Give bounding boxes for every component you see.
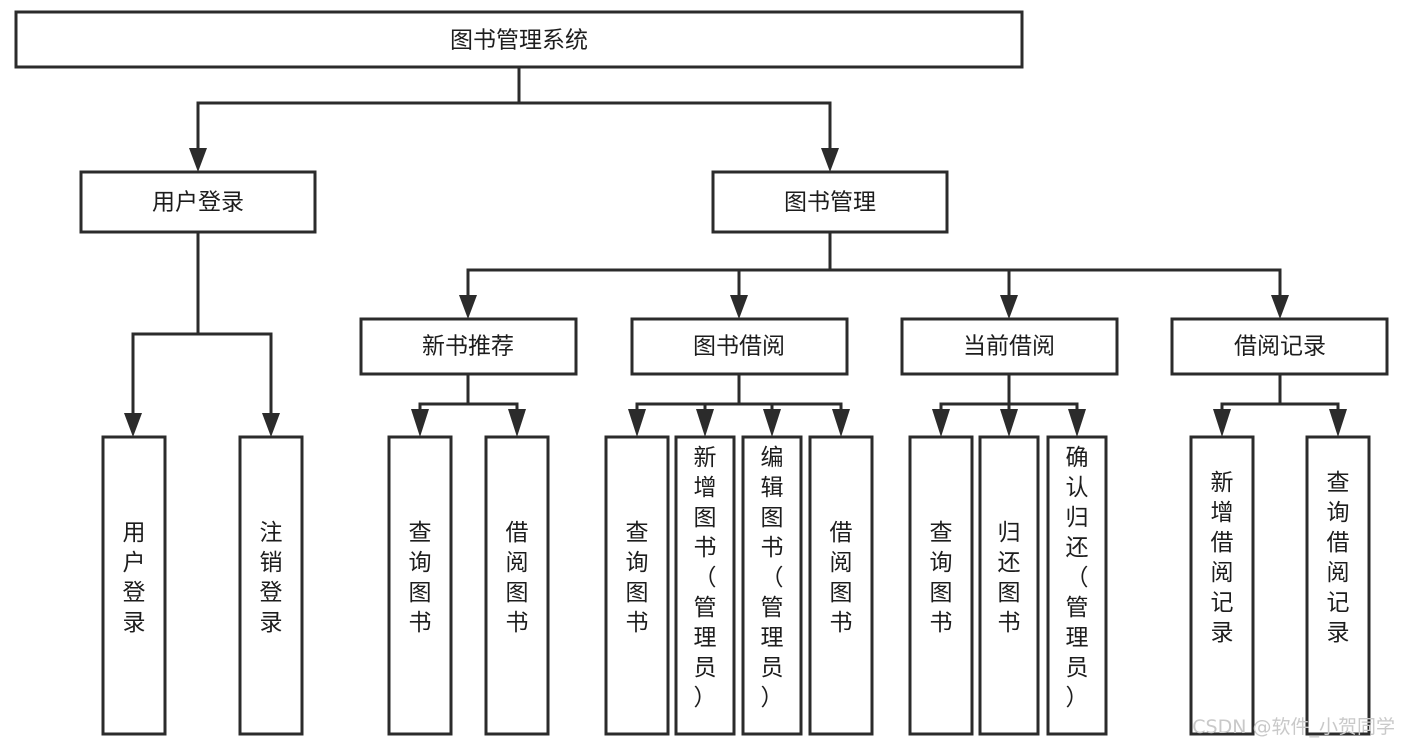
- leaf-records-add-record-box[interactable]: [1189, 435, 1255, 736]
- leaf-current-return-book[interactable]: 归还图书: [978, 435, 1040, 736]
- arrow-user-login-leaf1: [124, 413, 142, 437]
- arrow-current-leaf3: [1068, 409, 1086, 437]
- node-current-borrow-label: 当前借阅: [963, 334, 1055, 360]
- leaf-borrow-borrow-book-label: 借阅图书: [830, 520, 853, 636]
- leaf-newbook-borrow-book-box[interactable]: [484, 435, 550, 736]
- leaf-records-add-record[interactable]: 新增借阅记录: [1189, 435, 1255, 736]
- leaf-user-login-label: 用户登录: [123, 520, 146, 636]
- leaf-newbook-query-book-label: 查询图书: [409, 520, 432, 636]
- leaf-current-return-book-label: 归还图书: [998, 520, 1021, 636]
- arrow-newbook-leaf2: [508, 409, 526, 437]
- arrow-borrow-leaf1: [628, 409, 646, 437]
- node-new-book-recommend-box[interactable]: [359, 317, 578, 376]
- node-root-label: 图书管理系统: [450, 28, 588, 54]
- node-borrow-records-label: 借阅记录: [1234, 334, 1326, 360]
- node-book-management-label: 图书管理: [784, 190, 876, 216]
- csdn-watermark: CSDN @软件_小贺同学: [1192, 716, 1395, 738]
- leaf-borrow-add-book-label: 新增图书（管理员）: [694, 445, 717, 711]
- arrow-borrow-leaf4: [832, 409, 850, 437]
- leaf-borrow-add-book-box[interactable]: [674, 435, 736, 736]
- leaf-current-query-book[interactable]: 查询图书: [908, 435, 974, 736]
- leaf-borrow-edit-book-label: 编辑图书（管理员）: [761, 445, 784, 711]
- leaf-borrow-edit-book-box[interactable]: [741, 435, 803, 736]
- leaf-borrow-query-book-label: 查询图书: [626, 520, 649, 636]
- leaf-current-query-book-label: 查询图书: [930, 520, 953, 636]
- node-root-box[interactable]: [14, 10, 1024, 69]
- node-book-management-box[interactable]: [711, 170, 949, 234]
- arrow-borrow-leaf3: [763, 409, 781, 437]
- arrow-current-leaf1: [932, 409, 950, 437]
- leaf-borrow-borrow-book[interactable]: 借阅图书: [808, 435, 874, 736]
- leaf-logout-label: 注销登录: [260, 520, 283, 636]
- node-user-login-box[interactable]: [79, 170, 317, 234]
- leaf-records-add-record-label: 新增借阅记录: [1211, 470, 1234, 646]
- node-user-login-label: 用户登录: [152, 190, 244, 216]
- node-root[interactable]: 图书管理系统: [14, 10, 1024, 69]
- leaf-current-return-book-box[interactable]: [978, 435, 1040, 736]
- node-book-management[interactable]: 图书管理: [711, 170, 949, 234]
- connector-layer: [124, 65, 1347, 437]
- arrow-records-leaf1: [1213, 409, 1231, 437]
- node-user-login[interactable]: 用户登录: [79, 170, 317, 234]
- arrow-newbook-leaf1: [411, 409, 429, 437]
- arrow-book-mgmt-to-borrow: [730, 295, 748, 319]
- arrow-book-mgmt-to-newbook: [459, 295, 477, 319]
- leaf-logout-box[interactable]: [238, 435, 304, 736]
- node-book-borrow[interactable]: 图书借阅: [630, 317, 849, 376]
- arrow-book-mgmt-to-current: [1000, 295, 1018, 319]
- leaf-borrow-add-book[interactable]: 新增图书（管理员）: [674, 435, 736, 736]
- arrow-current-leaf2: [1000, 409, 1018, 437]
- leaf-newbook-query-book-box[interactable]: [387, 435, 453, 736]
- leaf-current-confirm-return-box[interactable]: [1046, 435, 1108, 736]
- node-borrow-records[interactable]: 借阅记录: [1170, 317, 1389, 376]
- arrow-book-mgmt-to-records: [1271, 295, 1289, 319]
- leaf-current-confirm-return-label: 确认归还（管理员）: [1066, 445, 1089, 711]
- arrow-user-login-leaf2: [262, 413, 280, 437]
- leaf-user-login[interactable]: 用户登录: [101, 435, 167, 736]
- arrow-records-leaf2: [1329, 409, 1347, 437]
- leaf-records-query-record-box[interactable]: [1305, 435, 1371, 736]
- leaf-borrow-edit-book[interactable]: 编辑图书（管理员）: [741, 435, 803, 736]
- leaf-current-query-book-box[interactable]: [908, 435, 974, 736]
- node-book-borrow-box[interactable]: [630, 317, 849, 376]
- node-new-book-recommend[interactable]: 新书推荐: [359, 317, 578, 376]
- node-book-borrow-label: 图书借阅: [693, 334, 785, 360]
- leaf-records-query-record-label: 查询借阅记录: [1327, 470, 1350, 646]
- leaf-borrow-borrow-book-box[interactable]: [808, 435, 874, 736]
- leaf-newbook-borrow-book-label: 借阅图书: [506, 520, 529, 636]
- arrow-borrow-leaf2: [696, 409, 714, 437]
- leaf-current-confirm-return[interactable]: 确认归还（管理员）: [1046, 435, 1108, 736]
- leaf-newbook-query-book[interactable]: 查询图书: [387, 435, 453, 736]
- node-new-book-recommend-label: 新书推荐: [422, 334, 514, 360]
- leaf-borrow-query-book-box[interactable]: [604, 435, 670, 736]
- leaf-newbook-borrow-book[interactable]: 借阅图书: [484, 435, 550, 736]
- node-current-borrow-box[interactable]: [900, 317, 1119, 376]
- node-current-borrow[interactable]: 当前借阅: [900, 317, 1119, 376]
- leaf-borrow-query-book[interactable]: 查询图书: [604, 435, 670, 736]
- node-borrow-records-box[interactable]: [1170, 317, 1389, 376]
- arrow-root-to-book-mgmt: [821, 148, 839, 172]
- leaf-user-login-box[interactable]: [101, 435, 167, 736]
- leaf-logout[interactable]: 注销登录: [238, 435, 304, 736]
- leaf-records-query-record[interactable]: 查询借阅记录: [1305, 435, 1371, 736]
- arrow-root-to-user-login: [189, 148, 207, 172]
